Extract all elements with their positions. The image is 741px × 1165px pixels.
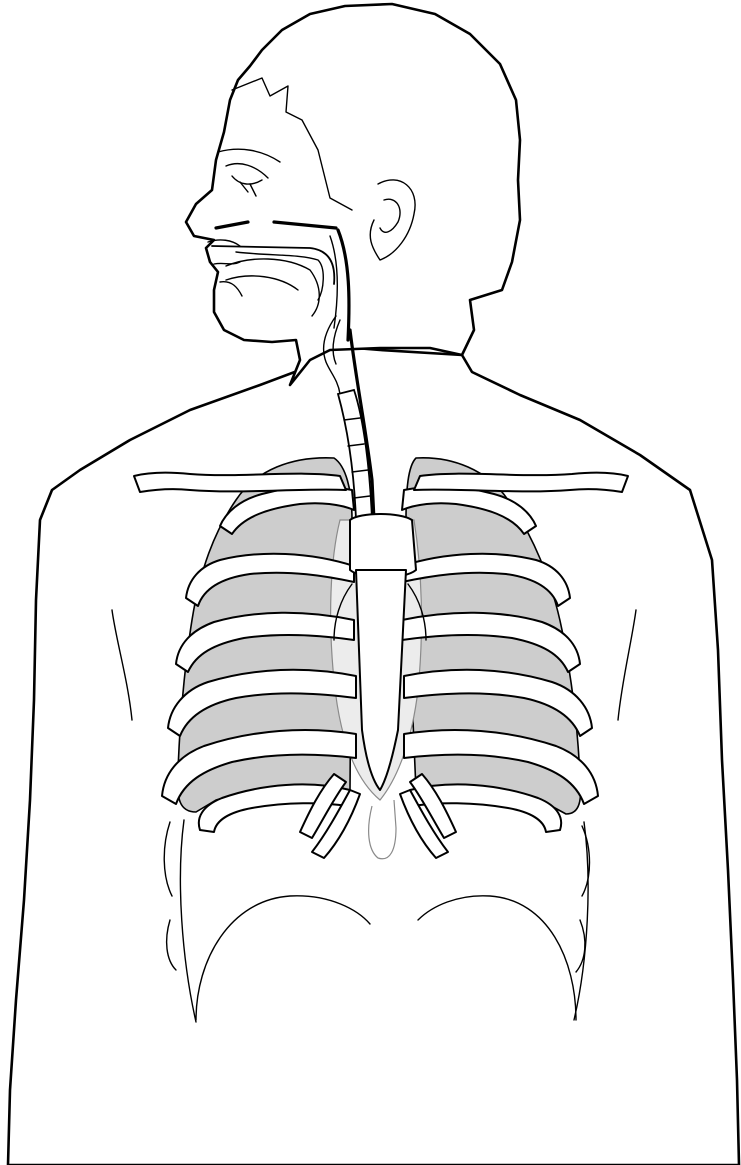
- head: [186, 4, 520, 385]
- right-clavicle: [134, 473, 346, 492]
- left-clavicle: [414, 473, 628, 492]
